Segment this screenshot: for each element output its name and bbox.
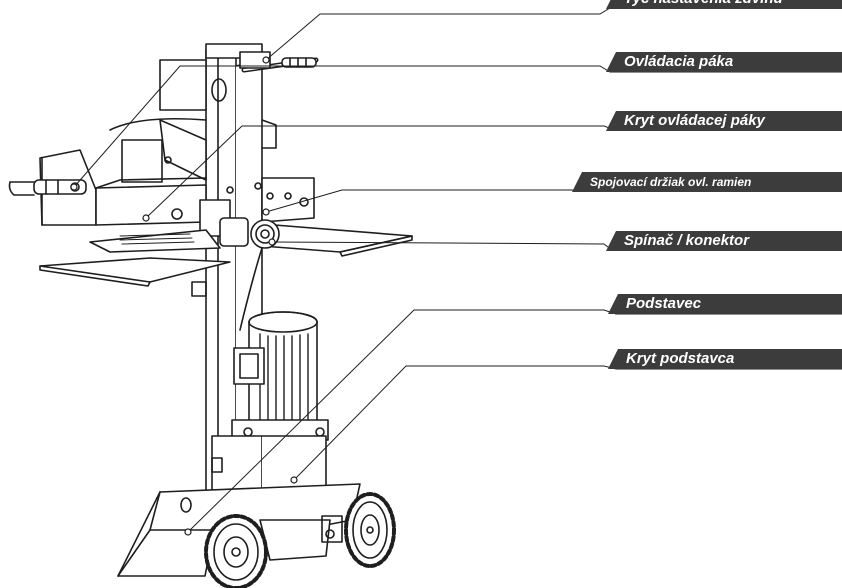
leader-control-lever — [73, 65, 842, 188]
base-cover-part — [211, 435, 327, 501]
stroke-rod — [239, 51, 319, 73]
label-switch-connector: Spínač / konektor — [606, 231, 842, 251]
label-arm-bracket: Spojovací držiak ovl. ramien — [572, 172, 842, 192]
left-lever-assembly — [8, 149, 97, 226]
leader-base — [187, 309, 842, 533]
wedge-guards — [109, 117, 277, 183]
label-stroke-rod: Tyč nastavenia zdvihu — [606, 0, 842, 9]
right-wheel — [344, 492, 396, 568]
label-base-cover: Kryt podstavca — [608, 349, 842, 369]
leader-dots — [70, 56, 298, 536]
leader-base-cover — [293, 365, 842, 481]
left-wheel — [204, 514, 268, 588]
label-lever-cover: Kryt ovládacej páky — [606, 111, 842, 131]
upper-beam — [95, 177, 315, 237]
switch-connector — [219, 217, 280, 331]
label-base: Podstavec — [608, 294, 842, 314]
label-control-lever: Ovládacia páka — [606, 52, 842, 72]
column — [159, 43, 263, 496]
motor — [231, 311, 329, 441]
leader-arm-bracket — [265, 189, 842, 213]
work-tables — [39, 223, 413, 297]
